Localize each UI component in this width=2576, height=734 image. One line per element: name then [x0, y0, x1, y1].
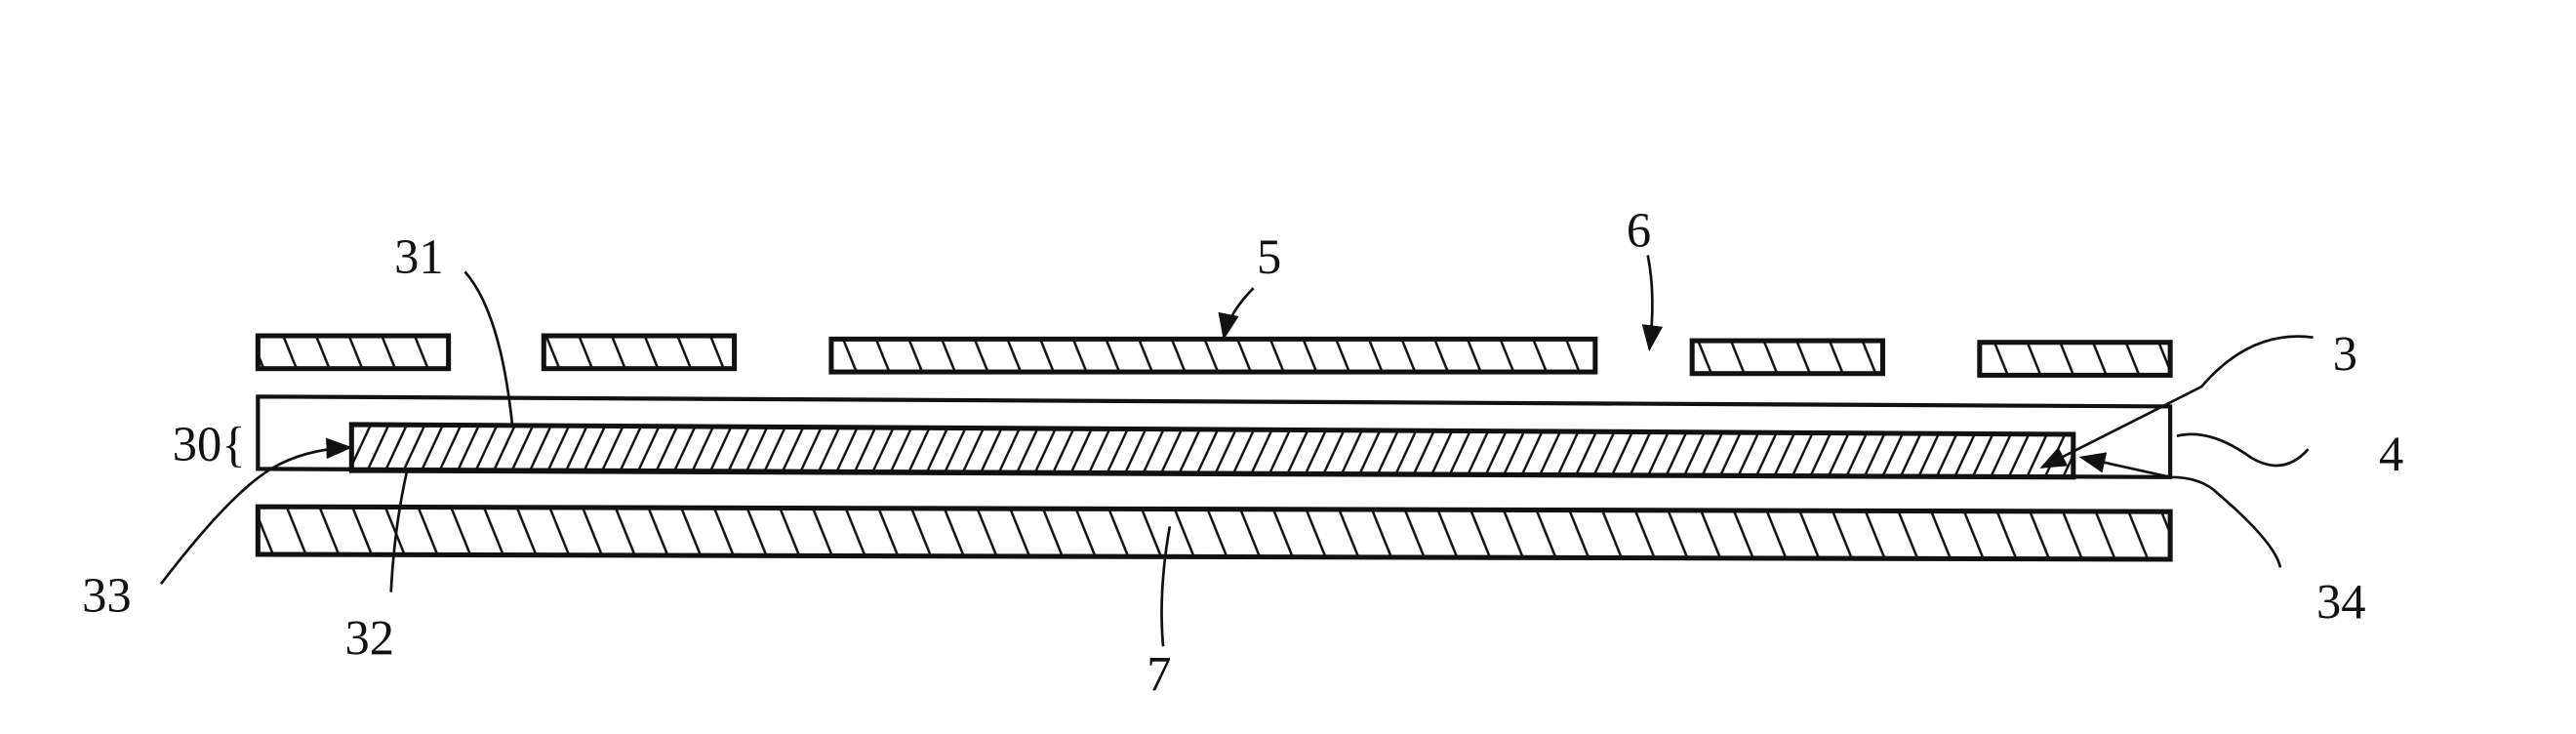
label-4: 4	[2379, 427, 2403, 481]
label-3: 3	[2333, 326, 2357, 381]
top-segment-3	[828, 336, 1598, 375]
top-segment-4	[1689, 338, 1886, 377]
label-6: 6	[1627, 203, 1651, 258]
label-7: 7	[1147, 647, 1171, 702]
label-32: 32	[345, 611, 395, 666]
label-31: 31	[394, 229, 444, 284]
top-segment-2	[541, 333, 738, 372]
layer-3-hatched	[348, 422, 2076, 480]
label-5: 5	[1257, 229, 1281, 284]
label-33: 33	[82, 568, 132, 623]
label-30: 30{	[173, 417, 246, 471]
label-34: 34	[2316, 575, 2366, 630]
leader-lines	[159, 255, 2314, 647]
top-segment-1	[255, 333, 452, 372]
top-segments	[255, 333, 2173, 378]
layer-7	[255, 504, 2173, 562]
top-segment-5	[1977, 340, 2173, 378]
